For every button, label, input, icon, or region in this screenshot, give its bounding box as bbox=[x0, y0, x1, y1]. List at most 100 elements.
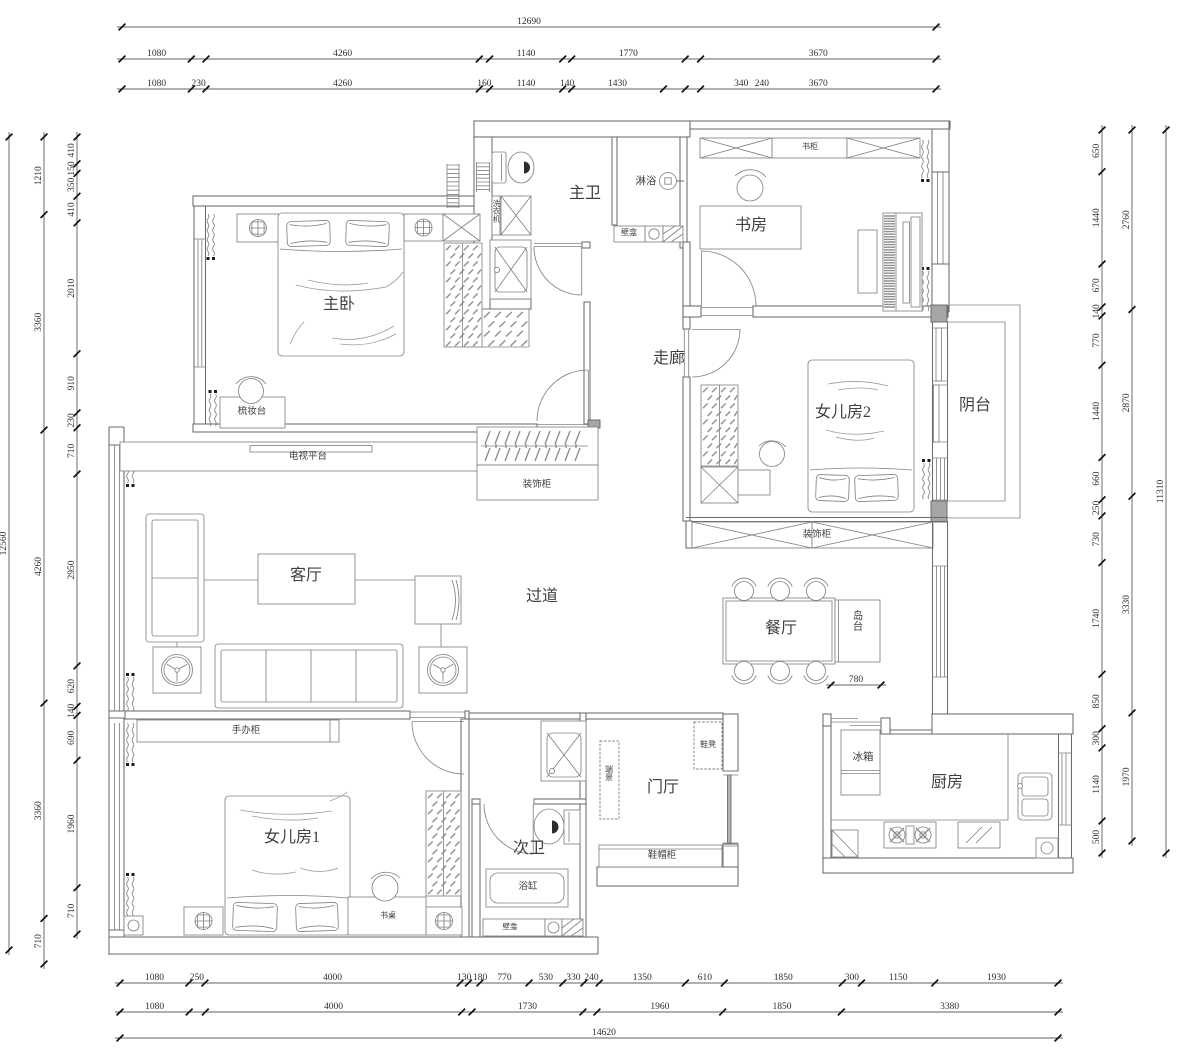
dim-right-detail-value: 670 bbox=[1092, 278, 1102, 293]
room-label-child2: 女儿房2 bbox=[815, 402, 871, 421]
dim-left-detail-value: 710 bbox=[67, 444, 77, 459]
room-label-study: 书房 bbox=[735, 216, 767, 234]
dim-right-detail-value: 730 bbox=[1092, 532, 1102, 547]
dim-left-detail-value: 620 bbox=[67, 679, 77, 694]
fridge bbox=[840, 729, 881, 796]
dim-bottom-major-value: 1080 bbox=[145, 1002, 164, 1012]
island bbox=[834, 599, 881, 663]
room-label-master-bedroom: 主卧 bbox=[323, 295, 355, 313]
room-label-second-bath: 次卫 bbox=[513, 839, 545, 857]
label-bookcase: 书柜 bbox=[802, 141, 818, 151]
dim-left-detail-value: 150 bbox=[67, 161, 77, 176]
label-shower: 淋浴 bbox=[636, 174, 657, 187]
room-label-kitchen: 厨房 bbox=[931, 773, 963, 791]
dim-bottom-major-value: 1730 bbox=[518, 1002, 537, 1012]
dim-bottom-major-value: 1850 bbox=[772, 1002, 791, 1012]
dim-top-detail-value: 1080 bbox=[147, 79, 166, 89]
dim-top-detail-value: 160 bbox=[477, 79, 492, 89]
dim-left-major-value: 710 bbox=[34, 934, 44, 949]
dim-top-detail-value: 1140 bbox=[517, 79, 536, 89]
dim-left-detail-value: 2010 bbox=[67, 279, 77, 298]
dim-right-overall-value: 11310 bbox=[1156, 480, 1166, 504]
dim-left-major-value: 1210 bbox=[34, 166, 44, 185]
dim-bottom-detail-value: 1080 bbox=[145, 973, 164, 983]
dim-bottom-detail-value: 330 bbox=[566, 973, 581, 983]
room-label-living: 客厅 bbox=[290, 566, 322, 584]
label-bathtub: 浴缸 bbox=[518, 880, 538, 892]
label-niche-secondbath: 壁龛 bbox=[503, 921, 518, 931]
toilet-second-bowl bbox=[533, 808, 565, 845]
label-figure-cabinet: 手办柜 bbox=[232, 724, 261, 736]
dim-right-detail-value: 850 bbox=[1092, 694, 1102, 709]
bed-child2 bbox=[807, 359, 915, 513]
dim-right-major-value: 1970 bbox=[1122, 767, 1132, 786]
dim-left-detail-value: 910 bbox=[67, 376, 77, 391]
cabinet-figure bbox=[136, 719, 340, 743]
dim-left-major-value: 4260 bbox=[34, 557, 44, 576]
dim-bottom-detail-value: 770 bbox=[497, 973, 512, 983]
label-island: 岛台 bbox=[853, 609, 864, 633]
room-label-passage: 过道 bbox=[526, 587, 558, 605]
label-washing-machine: 洗衣机 bbox=[493, 198, 501, 223]
toilet-master-bowl bbox=[507, 151, 535, 184]
bed-child1 bbox=[224, 795, 351, 936]
dim-top-major-value: 1140 bbox=[517, 49, 536, 59]
dim-left-detail-value: 230 bbox=[67, 413, 77, 428]
doors bbox=[411, 246, 757, 775]
dim-right-detail-value: 250 bbox=[1092, 500, 1102, 515]
label-deco-cabinet-passage: 装饰柜 bbox=[523, 478, 552, 490]
coffee-table bbox=[257, 553, 356, 605]
dim-right-detail-value: 770 bbox=[1092, 333, 1102, 348]
dim-bottom-major-value: 1960 bbox=[650, 1002, 669, 1012]
dim-top-detail-value: 230 bbox=[192, 79, 207, 89]
dim-top-detail-value: 340 bbox=[734, 79, 749, 89]
dim-top-overall: 12690 bbox=[117, 17, 941, 32]
dim-right-major-value: 2760 bbox=[1122, 210, 1132, 229]
label-shoe-cabinet: 鞋帽柜 bbox=[648, 849, 677, 861]
dim-bottom-overall: 14620 bbox=[115, 1028, 1063, 1043]
label-dressing-table: 梳妆台 bbox=[238, 405, 267, 417]
dim-right-major-value: 3330 bbox=[1122, 595, 1132, 614]
entry-door-leaf bbox=[727, 774, 732, 844]
dim-bottom-detail-value: 1150 bbox=[889, 973, 908, 983]
dim-bottom-detail-value: 180 bbox=[473, 973, 488, 983]
label-fridge: 冰箱 bbox=[853, 750, 874, 763]
dim-top-major-value: 4260 bbox=[333, 49, 352, 59]
dim-top-detail-value: 4260 bbox=[333, 79, 352, 89]
dim-left-detail-value: 690 bbox=[67, 730, 77, 745]
dim-bottom-detail-value: 130 bbox=[457, 973, 472, 983]
dim-top-major-value: 3670 bbox=[809, 49, 828, 59]
dim-left-major-value: 3360 bbox=[34, 801, 44, 820]
dim-left-detail-value: 140 bbox=[67, 703, 77, 718]
dim-right-detail-value: 650 bbox=[1092, 143, 1102, 158]
dim-left-detail-value: 350 bbox=[67, 177, 77, 192]
dim-bottom-detail-value: 1930 bbox=[987, 973, 1006, 983]
dim-right-detail-value: 140 bbox=[1092, 304, 1102, 319]
dim-bottom-major-value: 3380 bbox=[940, 1002, 959, 1012]
dim-left-major-value: 3360 bbox=[34, 313, 44, 332]
dim-right-detail: 6501440670140770144066025073017408503001… bbox=[1092, 125, 1107, 858]
armchair bbox=[414, 575, 462, 625]
dim-top-overall-value: 12690 bbox=[517, 17, 541, 27]
dim-left-detail-value: 410 bbox=[67, 143, 77, 158]
dim-right-detail-value: 1140 bbox=[1092, 775, 1102, 794]
dim-right-detail-value: 660 bbox=[1092, 471, 1102, 486]
dim-top-detail-value: 140 bbox=[560, 79, 575, 89]
dim-left-detail-value: 2950 bbox=[67, 560, 77, 579]
dim-bottom-detail-value: 300 bbox=[845, 973, 860, 983]
label-shoe-bench: 鞋凳 bbox=[700, 739, 716, 749]
dim-bottom-detail-value: 1350 bbox=[633, 973, 652, 983]
room-label-corridor: 走廊 bbox=[653, 349, 685, 367]
dim-top-detail-value: 1430 bbox=[608, 79, 627, 89]
dim-top-major-value: 1080 bbox=[147, 49, 166, 59]
dim-top-detail-value: 240 bbox=[755, 79, 770, 89]
dim-bottom-detail-value: 250 bbox=[190, 973, 205, 983]
dim-right-detail-value: 300 bbox=[1092, 731, 1102, 746]
